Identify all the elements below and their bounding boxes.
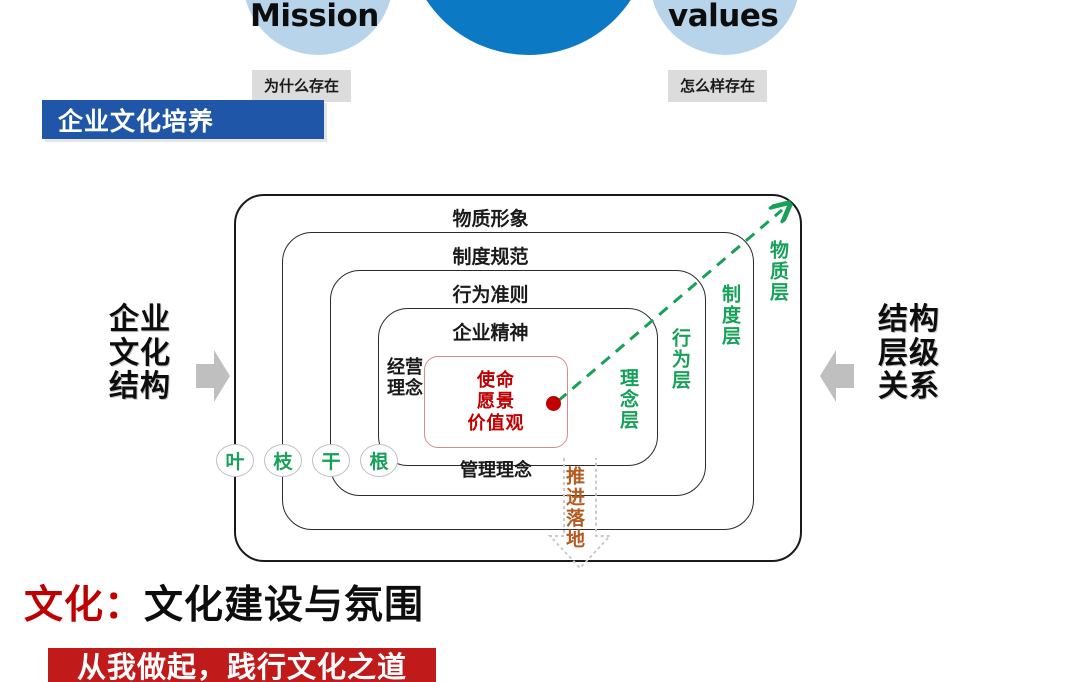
- bottom-heading-text: 文化建设与氛围: [144, 583, 425, 628]
- slogan-banner: 从我做起，践行文化之道: [48, 648, 436, 682]
- layer-material: [234, 194, 802, 562]
- mission-label: Mission: [250, 0, 379, 34]
- values-label: values: [668, 0, 779, 34]
- section-banner-title: 企业文化培养: [58, 106, 215, 136]
- tree-part-leaf: 叶: [216, 444, 254, 477]
- culture-structure-diagram: 物质形象 制度规范 行为准则 企业精神 使命 愿景 价值观 经营理念 管理理念 …: [216, 188, 813, 570]
- vertical-label-material: 物质层: [767, 240, 789, 303]
- tree-part-trunk: 干: [312, 444, 350, 477]
- core-line-vision: 愿景: [477, 391, 515, 413]
- bottom-heading: 文化：文化建设与氛围: [24, 574, 424, 630]
- left-caption-line-2: 文化: [109, 335, 171, 371]
- slogan-banner-text: 从我做起，践行文化之道: [76, 650, 407, 682]
- values-tag: 怎么样存在: [668, 70, 768, 102]
- core-origin-dot: [546, 396, 561, 411]
- top-circles-band: Mission values 为什么存在 怎么样存在: [0, 0, 1080, 102]
- vertical-label-concept: 理念层: [617, 368, 639, 431]
- implementation-arrow-label: 推进落地: [563, 466, 585, 550]
- layer-title-institution: 制度规范: [452, 246, 529, 268]
- right-caption-line-1: 结构: [878, 302, 940, 337]
- left-arrow-icon: [196, 350, 230, 402]
- left-caption-line-1: 企业: [109, 302, 171, 337]
- layer-title-behavior: 行为准则: [452, 284, 529, 306]
- right-caption: 结构 层级 关系: [862, 303, 956, 404]
- bottom-heading-prefix: 文化：: [24, 583, 145, 628]
- layer-title-spirit: 企业精神: [452, 322, 529, 344]
- right-caption-line-3: 关系: [878, 369, 940, 405]
- section-banner: 企业文化培养: [42, 100, 324, 139]
- core-line-mission: 使命: [477, 370, 515, 392]
- core-line-values: 价值观: [467, 412, 525, 434]
- tree-part-branch: 枝: [264, 444, 302, 477]
- mission-tag: 为什么存在: [252, 70, 352, 102]
- left-caption: 企业 文化 结构: [96, 303, 184, 404]
- layer-title-material: 物质形象: [452, 208, 529, 230]
- tree-part-root: 根: [360, 444, 398, 477]
- vertical-label-behavior: 行为层: [669, 328, 691, 391]
- center-circle: [406, 0, 651, 55]
- vertical-label-institution: 制度层: [719, 284, 741, 347]
- core-values-box: 使命 愿景 价值观: [424, 356, 568, 448]
- right-arrow-icon: [820, 350, 854, 402]
- operation-philosophy-label: 经营理念: [387, 357, 423, 399]
- management-philosophy-label: 管理理念: [460, 460, 532, 481]
- left-caption-line-3: 结构: [109, 369, 171, 405]
- right-caption-line-2: 层级: [878, 335, 940, 371]
